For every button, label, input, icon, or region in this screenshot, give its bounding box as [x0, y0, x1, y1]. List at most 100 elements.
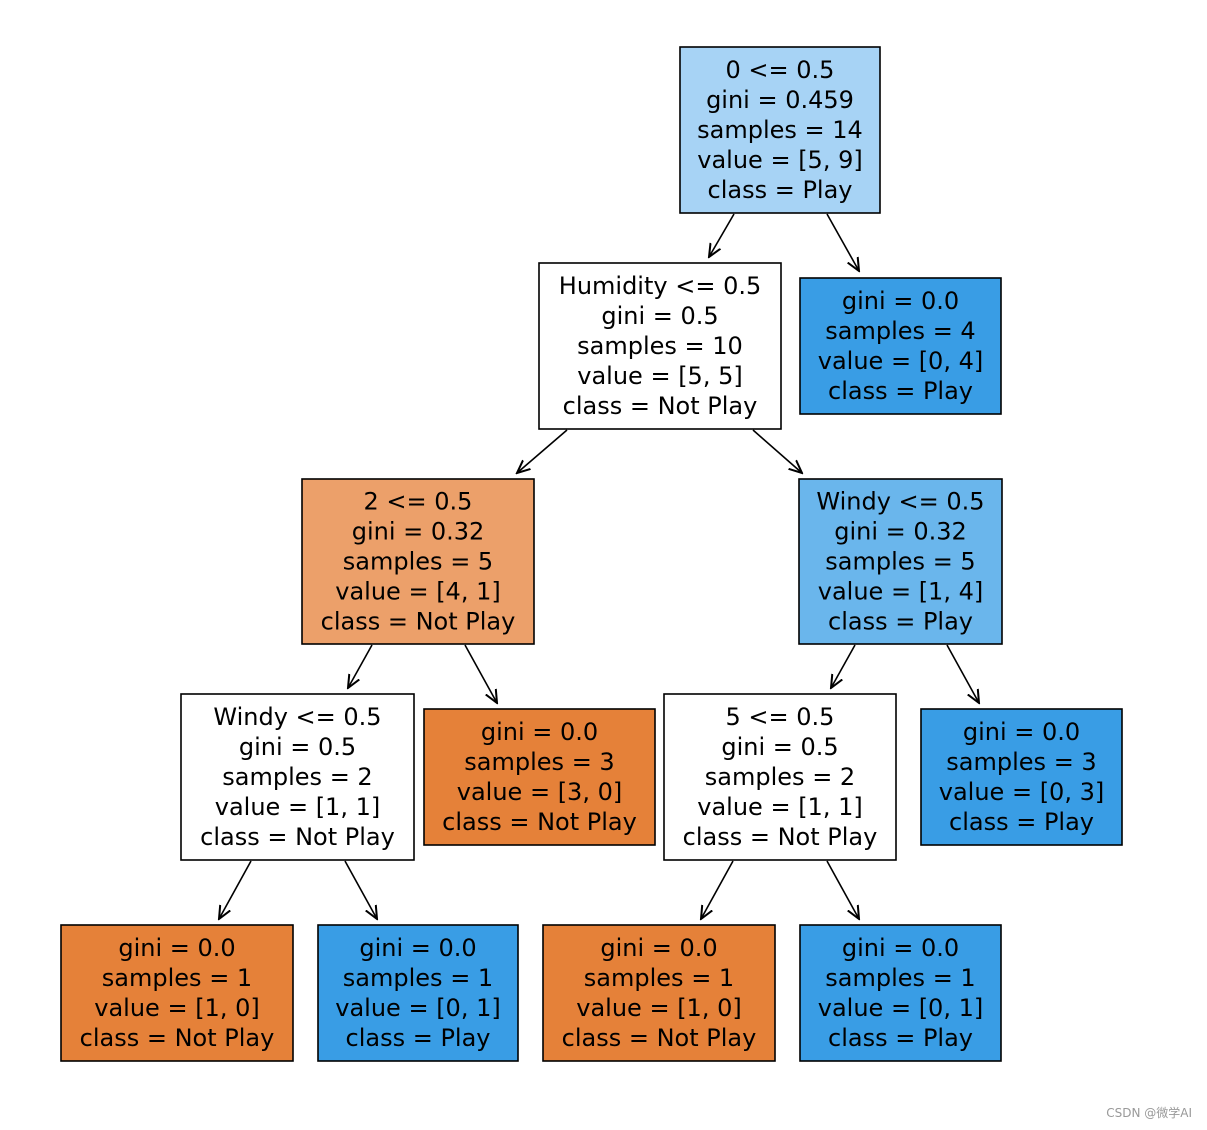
tree-edge-n3-n6 — [464, 644, 497, 703]
node-line: samples = 3 — [946, 748, 1096, 776]
node-line: gini = 0.459 — [706, 86, 854, 114]
node-line: samples = 2 — [222, 763, 372, 791]
node-line: 5 <= 0.5 — [726, 703, 835, 731]
node-line: samples = 1 — [343, 964, 493, 992]
node-line: value = [0, 4] — [818, 347, 983, 375]
node-box — [798, 478, 1003, 645]
node-line: gini = 0.32 — [352, 518, 485, 546]
node-box — [180, 693, 415, 861]
node-line: value = [1, 1] — [215, 793, 380, 821]
node-line: gini = 0.5 — [721, 733, 838, 761]
node-line: class = Not Play — [683, 823, 878, 851]
node-line: gini = 0.0 — [842, 934, 959, 962]
node-line: value = [1, 1] — [697, 793, 862, 821]
tree-edge-n1-n4 — [752, 429, 802, 473]
node-line: gini = 0.0 — [359, 934, 476, 962]
node-line: value = [5, 9] — [697, 146, 862, 174]
node-line: samples = 10 — [577, 332, 743, 360]
node-box — [799, 924, 1002, 1062]
node-box — [60, 924, 294, 1062]
node-line: samples = 4 — [825, 317, 975, 345]
node-box — [538, 262, 782, 430]
tree-edge-n0-n1 — [709, 213, 735, 257]
node-line: value = [3, 0] — [457, 778, 622, 806]
node-line: class = Not Play — [563, 392, 758, 420]
node-line: gini = 0.32 — [834, 518, 967, 546]
node-line: gini = 0.5 — [239, 733, 356, 761]
node-line: gini = 0.5 — [601, 302, 718, 330]
tree-edge-n7-n11 — [701, 860, 734, 919]
node-box — [301, 478, 535, 645]
node-box — [799, 277, 1002, 415]
node-line: samples = 1 — [584, 964, 734, 992]
node-box — [317, 924, 519, 1062]
node-line: 0 <= 0.5 — [726, 56, 835, 84]
tree-edge-n5-n9 — [219, 860, 252, 919]
node-line: Humidity <= 0.5 — [559, 272, 761, 300]
edges-layer — [219, 213, 979, 919]
node-line: value = [4, 1] — [335, 578, 500, 606]
node-line: value = [1, 0] — [94, 994, 259, 1022]
node-line: class = Play — [828, 1024, 973, 1052]
tree-edge-n1-n3 — [517, 429, 568, 473]
node-box — [679, 46, 881, 214]
node-line: 2 <= 0.5 — [364, 488, 473, 516]
tree-edge-n7-n12 — [826, 860, 859, 919]
node-box — [920, 708, 1123, 846]
node-line: Windy <= 0.5 — [816, 488, 984, 516]
node-line: gini = 0.0 — [963, 718, 1080, 746]
node-line: Windy <= 0.5 — [213, 703, 381, 731]
node-line: samples = 2 — [705, 763, 855, 791]
node-line: gini = 0.0 — [600, 934, 717, 962]
node-line: samples = 5 — [825, 548, 975, 576]
tree-edge-n5-n10 — [344, 860, 377, 919]
watermark-text: CSDN @微学AI — [1106, 1105, 1192, 1120]
tree-edge-n0-n2 — [826, 213, 859, 271]
node-line: class = Play — [949, 808, 1094, 836]
node-line: class = Not Play — [562, 1024, 757, 1052]
node-box — [663, 693, 897, 861]
node-line: class = Not Play — [442, 808, 637, 836]
node-line: samples = 1 — [825, 964, 975, 992]
tree-edge-n4-n8 — [946, 644, 979, 703]
node-line: gini = 0.0 — [842, 287, 959, 315]
node-line: samples = 5 — [343, 548, 493, 576]
node-line: class = Play — [346, 1024, 491, 1052]
node-line: class = Not Play — [200, 823, 395, 851]
node-line: samples = 1 — [102, 964, 252, 992]
node-line: value = [0, 3] — [939, 778, 1104, 806]
node-line: class = Play — [828, 608, 973, 636]
node-box — [423, 708, 656, 846]
node-line: class = Not Play — [321, 608, 516, 636]
node-line: gini = 0.0 — [481, 718, 598, 746]
node-line: value = [0, 1] — [818, 994, 983, 1022]
node-line: class = Play — [828, 377, 973, 405]
node-line: value = [1, 0] — [576, 994, 741, 1022]
node-line: value = [0, 1] — [335, 994, 500, 1022]
node-line: class = Not Play — [80, 1024, 275, 1052]
node-line: samples = 14 — [697, 116, 863, 144]
tree-edge-n4-n7 — [831, 644, 856, 688]
node-line: class = Play — [708, 176, 853, 204]
tree-edge-n3-n5 — [348, 644, 373, 688]
node-line: gini = 0.0 — [118, 934, 235, 962]
node-box — [542, 924, 776, 1062]
node-line: value = [5, 5] — [577, 362, 742, 390]
node-line: samples = 3 — [464, 748, 614, 776]
node-line: value = [1, 4] — [818, 578, 983, 606]
